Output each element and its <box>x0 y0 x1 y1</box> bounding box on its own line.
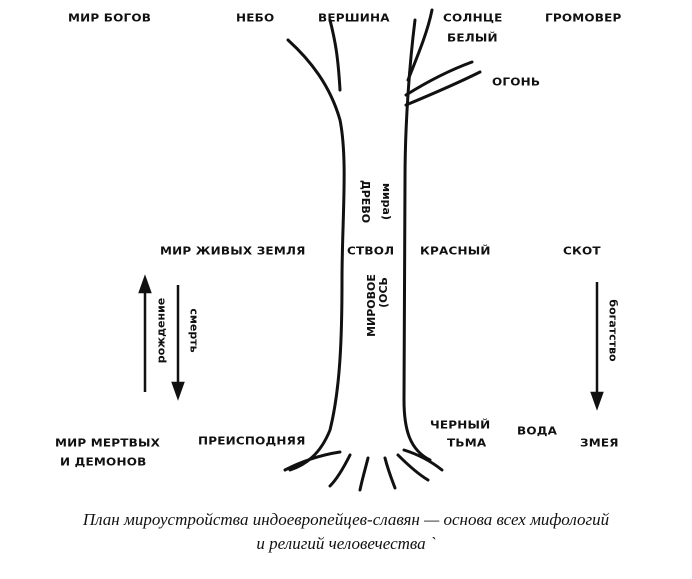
branch-right-fire-lower <box>404 70 482 107</box>
label-sky: НЕБО <box>236 11 275 25</box>
label-sun: СОЛНЦЕ <box>443 11 503 25</box>
branch-right-upper <box>406 8 434 82</box>
branch-left-upper <box>328 18 342 92</box>
world-tree-drawing <box>138 8 604 492</box>
figure-caption: План мироустройства индоевропейцев-славя… <box>0 508 692 556</box>
arrow-death-down-head <box>171 381 185 401</box>
trunk-left-edge <box>286 38 346 472</box>
trunk-text-tree: ДРЕВО <box>359 179 373 224</box>
label-fire: ОГОНЬ <box>492 75 541 89</box>
label-dead-world-2: И ДЕМОНОВ <box>60 455 147 469</box>
root-6 <box>402 448 444 472</box>
arrow-label-birth: рождение <box>154 297 168 364</box>
trunk-text-world: мира) <box>380 182 394 221</box>
trunk-text-world-adj: МИРОВОЕ <box>364 274 378 337</box>
label-thunderer: ГРОМОВЕР <box>545 11 622 25</box>
arrow-label-wealth: богатство <box>606 299 620 362</box>
label-serpent: ЗМЕЯ <box>580 436 619 450</box>
label-cattle: СКОТ <box>563 244 601 258</box>
label-red: КРАСНЫЙ <box>420 244 491 258</box>
label-living-world: МИР ЖИВЫХ ЗЕМЛЯ <box>160 244 306 258</box>
label-black: ЧЕРНЫЙ <box>430 418 491 432</box>
trunk-text-axis: (ОСЬ <box>376 277 390 308</box>
root-2 <box>328 453 352 488</box>
label-gods-world: МИР БОГОВ <box>68 11 152 25</box>
root-1 <box>283 450 342 472</box>
caption-line-1: План мироустройства индоевропейцев-славя… <box>82 510 610 529</box>
arrow-wealth-down-head <box>590 391 604 411</box>
label-water: ВОДА <box>517 424 558 438</box>
arrow-label-death: смерть <box>187 308 201 353</box>
arrow-birth-up-head <box>138 274 152 294</box>
root-4 <box>383 456 397 490</box>
root-5 <box>396 453 430 482</box>
trunk-right-edge <box>402 18 432 462</box>
label-underworld: ПРЕИСПОДНЯЯ <box>198 434 306 448</box>
label-darkness: ТЬМА <box>447 436 487 450</box>
root-3 <box>358 456 370 492</box>
label-dead-world-1: МИР МЕРТВЫХ <box>55 436 161 450</box>
label-summit: ВЕРШИНА <box>318 11 390 25</box>
branch-right-fire <box>404 60 474 97</box>
caption-line-2: и религий человечества ` <box>256 534 436 553</box>
label-white: БЕЛЫЙ <box>447 31 498 45</box>
label-trunk: СТВОЛ <box>347 244 395 258</box>
